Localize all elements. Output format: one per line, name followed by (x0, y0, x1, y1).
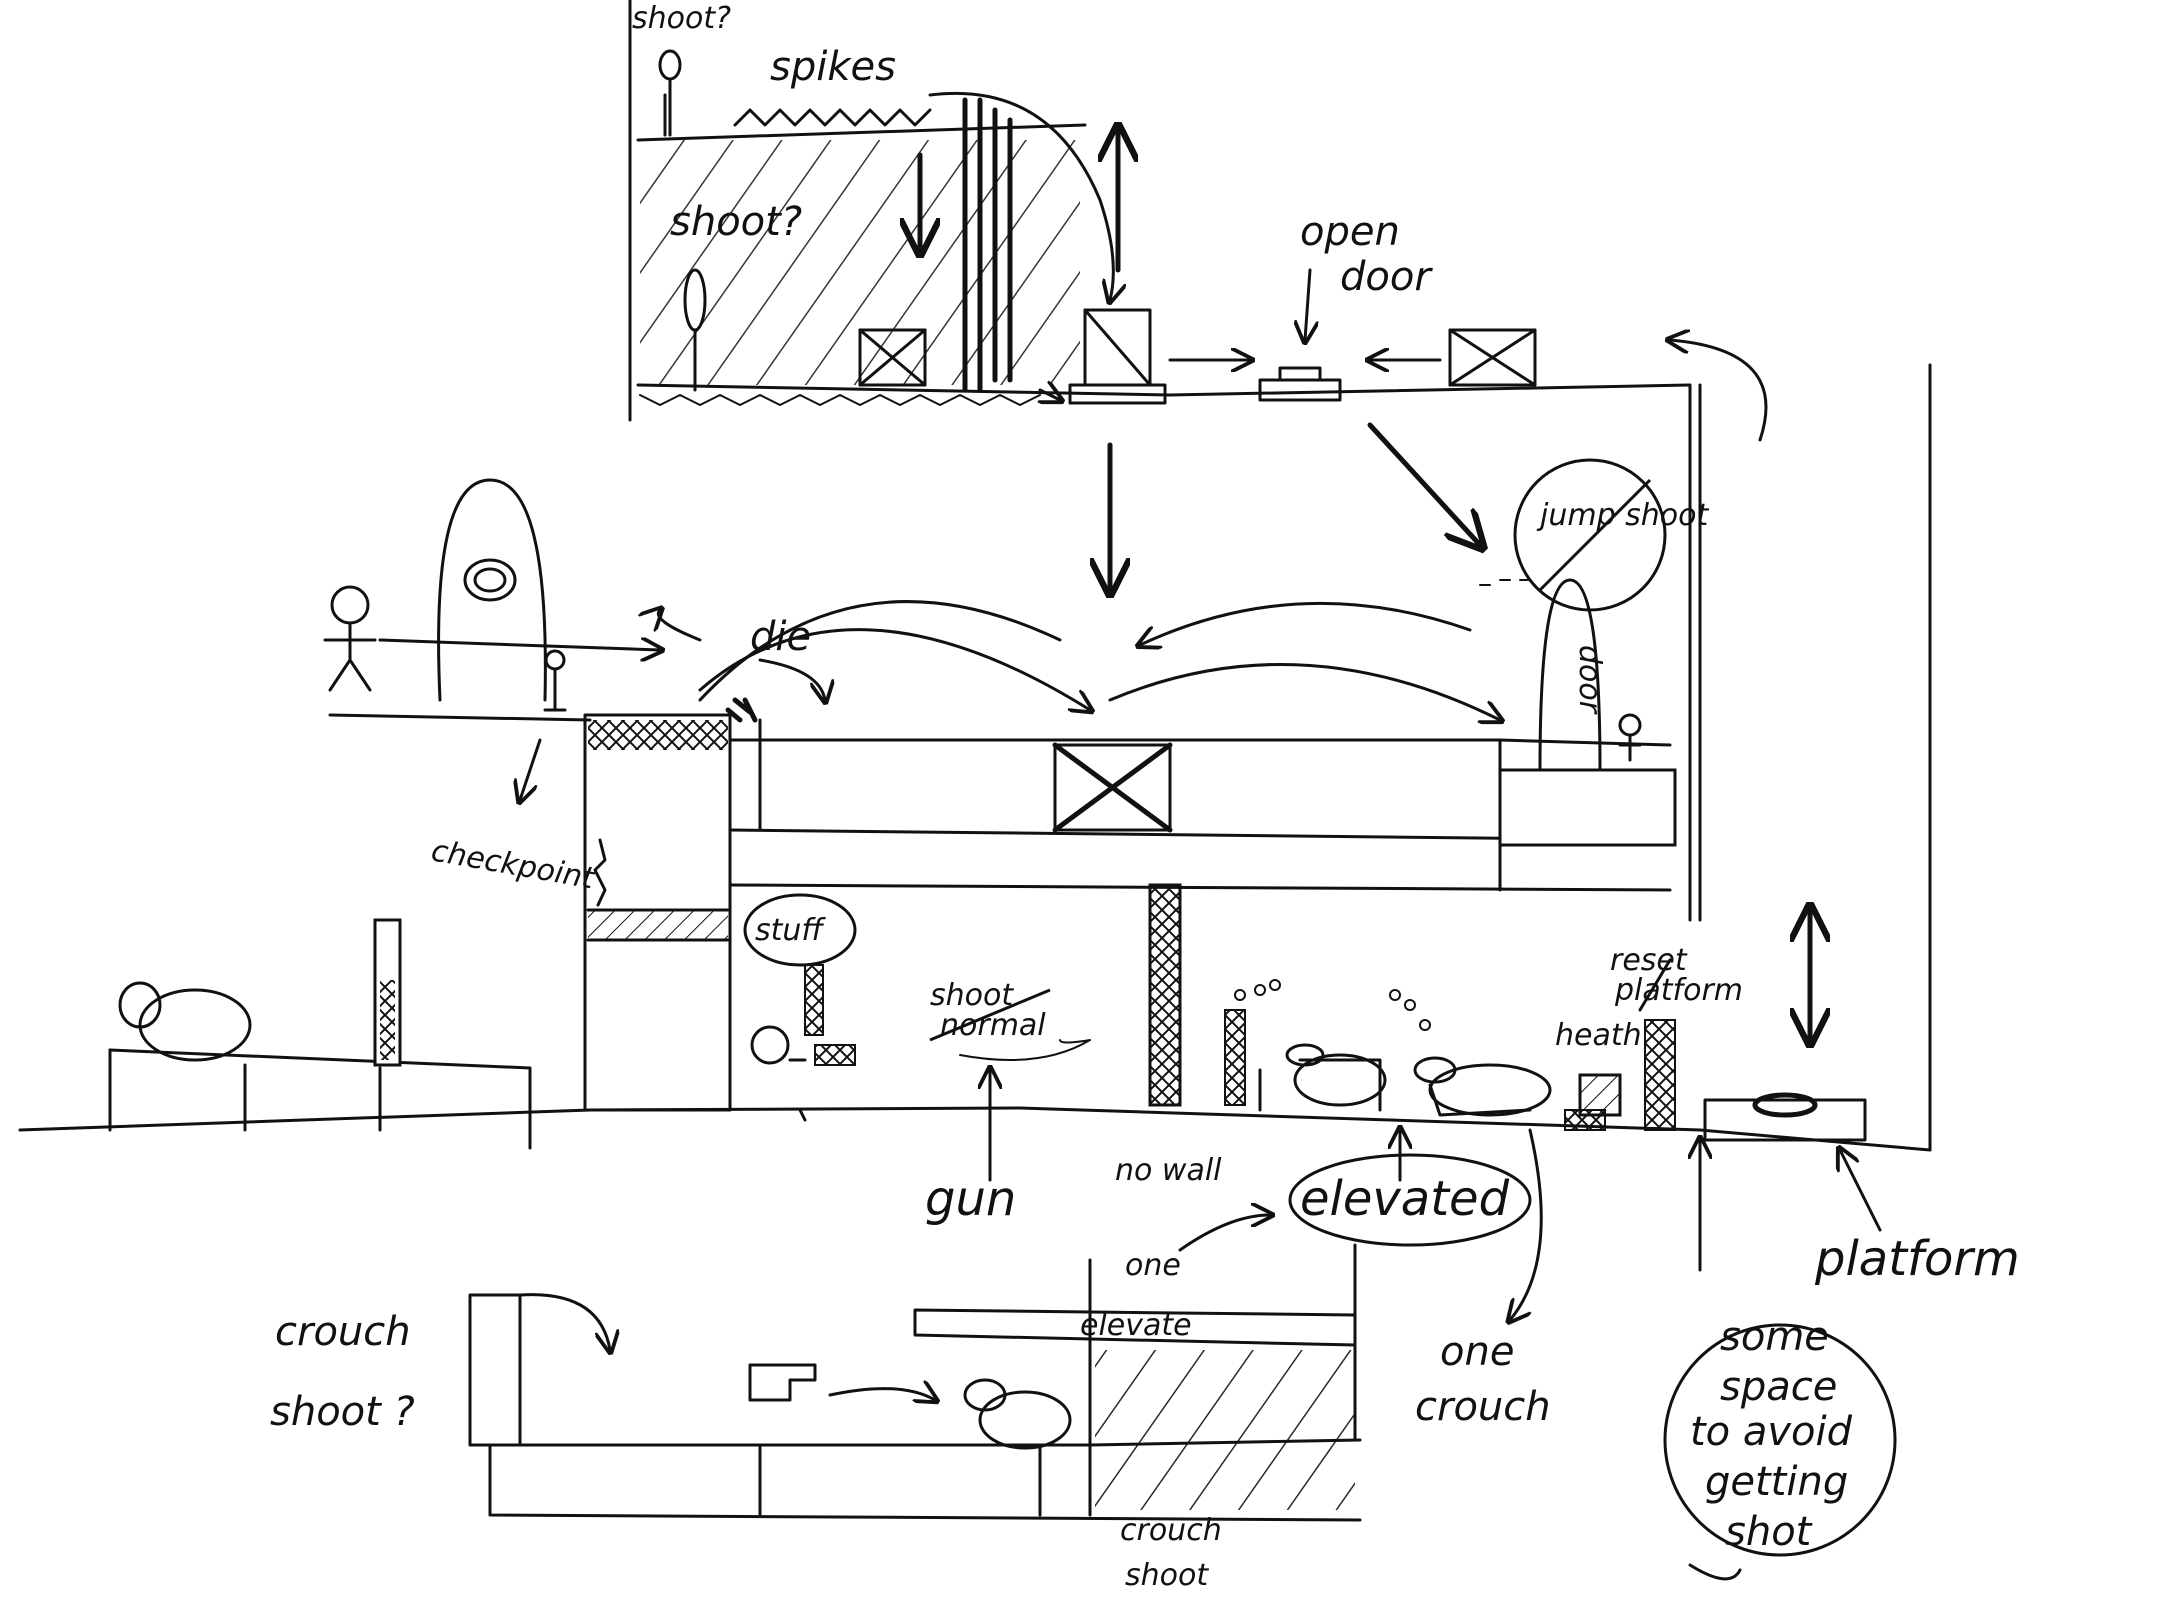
left-tower-top-hatch (588, 720, 728, 750)
loop-back-arrow (1670, 340, 1766, 440)
crate-box-2-diag (1085, 310, 1150, 385)
label-platform: platform (1814, 1231, 2020, 1287)
label-health: heath (1555, 1018, 1642, 1053)
floor-spike-row (640, 395, 1040, 405)
left-tower-mid-hatch (588, 910, 728, 940)
crate-box-3-cross (1450, 330, 1535, 385)
label-crouch-bottom: crouch (1120, 1513, 1222, 1548)
ground-line (20, 1108, 1930, 1150)
label-getting: getting (1705, 1459, 1848, 1505)
crossed-block-x (1055, 745, 1170, 830)
safe-space-tail (1690, 1565, 1740, 1579)
crawler-enemy-1 (1295, 1055, 1385, 1105)
return-arc-left (1140, 603, 1470, 645)
bubbles-1 (1235, 980, 1280, 1000)
label-elevated: elevated (1300, 1171, 1510, 1227)
enter-arrow (380, 640, 660, 650)
label-spikes: spikes (770, 44, 896, 90)
door-block (1500, 770, 1675, 845)
label-one-elevate-1: one (1125, 1248, 1181, 1283)
plate-button (1280, 368, 1320, 380)
label-one-crouch-2: crouch (1415, 1384, 1551, 1430)
die-arc-left-end (658, 610, 700, 640)
label-shoot-top: shoot? (632, 1, 731, 36)
slide-arrow (1370, 425, 1480, 545)
enemy-figure-top (660, 51, 680, 135)
label-shoot-left-bottom: shoot ? (270, 1389, 415, 1435)
open-door-pointer (1305, 270, 1310, 340)
one-crouch-arrow (1510, 1130, 1541, 1320)
checkpoint-flag (545, 651, 565, 710)
ground-mark (800, 1110, 805, 1120)
crawler-enemy-bottom (980, 1392, 1070, 1448)
label-door: door (1340, 254, 1433, 300)
jump-shoot-circle (1515, 460, 1665, 610)
label-gun: gun (925, 1171, 1016, 1227)
label-shoot-left: shoot? (670, 199, 802, 245)
gun-pickup (750, 1365, 815, 1400)
destructible-wall (1150, 885, 1180, 1105)
label-jump-shoot: jump shoot (1536, 498, 1710, 533)
crouch-zone-hatch (1095, 1350, 1355, 1510)
label-die: die (750, 614, 811, 660)
label-some: some (1720, 1314, 1829, 1360)
reset-platform-tower (1645, 1020, 1675, 1130)
gun-to-enemy-arrow (830, 1389, 935, 1400)
portal-ring (465, 560, 515, 600)
top-room-ceiling (638, 125, 1085, 140)
start-post-hatch (380, 980, 395, 1060)
label-to-avoid: to avoid (1690, 1409, 1853, 1455)
platform-pointer (1840, 1150, 1880, 1230)
checkpoint-pointer (520, 740, 540, 800)
crawler-enemy-start (140, 990, 250, 1060)
corridor-top (730, 740, 1670, 745)
entry-walkway (330, 715, 590, 720)
label-platform-reset: platform (1614, 973, 1743, 1008)
jump-dots (1480, 580, 1530, 585)
label-space: space (1720, 1364, 1837, 1410)
label-one-elevate-2: elevate (1080, 1308, 1192, 1343)
label-checkpoint: checkpoint (429, 833, 598, 896)
shoot-trail (960, 1040, 1090, 1060)
label-open: open (1300, 209, 1400, 255)
right-structure (1670, 340, 1930, 1150)
turret (815, 1045, 855, 1065)
die-pointer (760, 660, 825, 700)
label-shot: shot (1725, 1509, 1813, 1555)
one-elevate-arrow (1180, 1215, 1270, 1250)
crawler-enemy-1-head (1287, 1045, 1323, 1065)
spikes-row (735, 110, 930, 125)
stuff-post (805, 965, 823, 1035)
key-icon (1620, 715, 1640, 760)
label-exit-door: door (1572, 645, 1607, 715)
label-stuff: stuff (755, 913, 826, 948)
corridor-bottom (730, 885, 1670, 890)
health-base (1565, 1110, 1605, 1130)
portal-ring-inner (475, 569, 505, 591)
spike-tip (728, 700, 755, 720)
label-one-crouch-1: one (1440, 1329, 1514, 1375)
bottom-floor-dividers (760, 1445, 1040, 1515)
shooter-head (752, 1027, 788, 1063)
label-crouch-left: crouch (275, 1309, 411, 1355)
return-arc-right (1110, 664, 1500, 720)
label-no-wall: no wall (1115, 1153, 1222, 1188)
jump-shoot-strike (1540, 480, 1650, 590)
enemy-ledge (1430, 1085, 1530, 1115)
label-shoot-normal-2: normal (940, 1008, 1046, 1043)
platform-gear (1755, 1095, 1815, 1115)
start-block-top (110, 1050, 530, 1148)
crawler-enemy-2 (1430, 1065, 1550, 1115)
bubbles-2 (1390, 990, 1430, 1030)
crouch-pillar-arrow (520, 1295, 610, 1350)
left-tower-spikes (595, 840, 605, 905)
crouch-pillar (470, 1295, 520, 1445)
pressure-plate-2 (1260, 380, 1340, 400)
label-shoot-bottom: shoot (1125, 1558, 1209, 1593)
small-wall (1225, 1010, 1245, 1105)
player-figure (325, 587, 375, 690)
